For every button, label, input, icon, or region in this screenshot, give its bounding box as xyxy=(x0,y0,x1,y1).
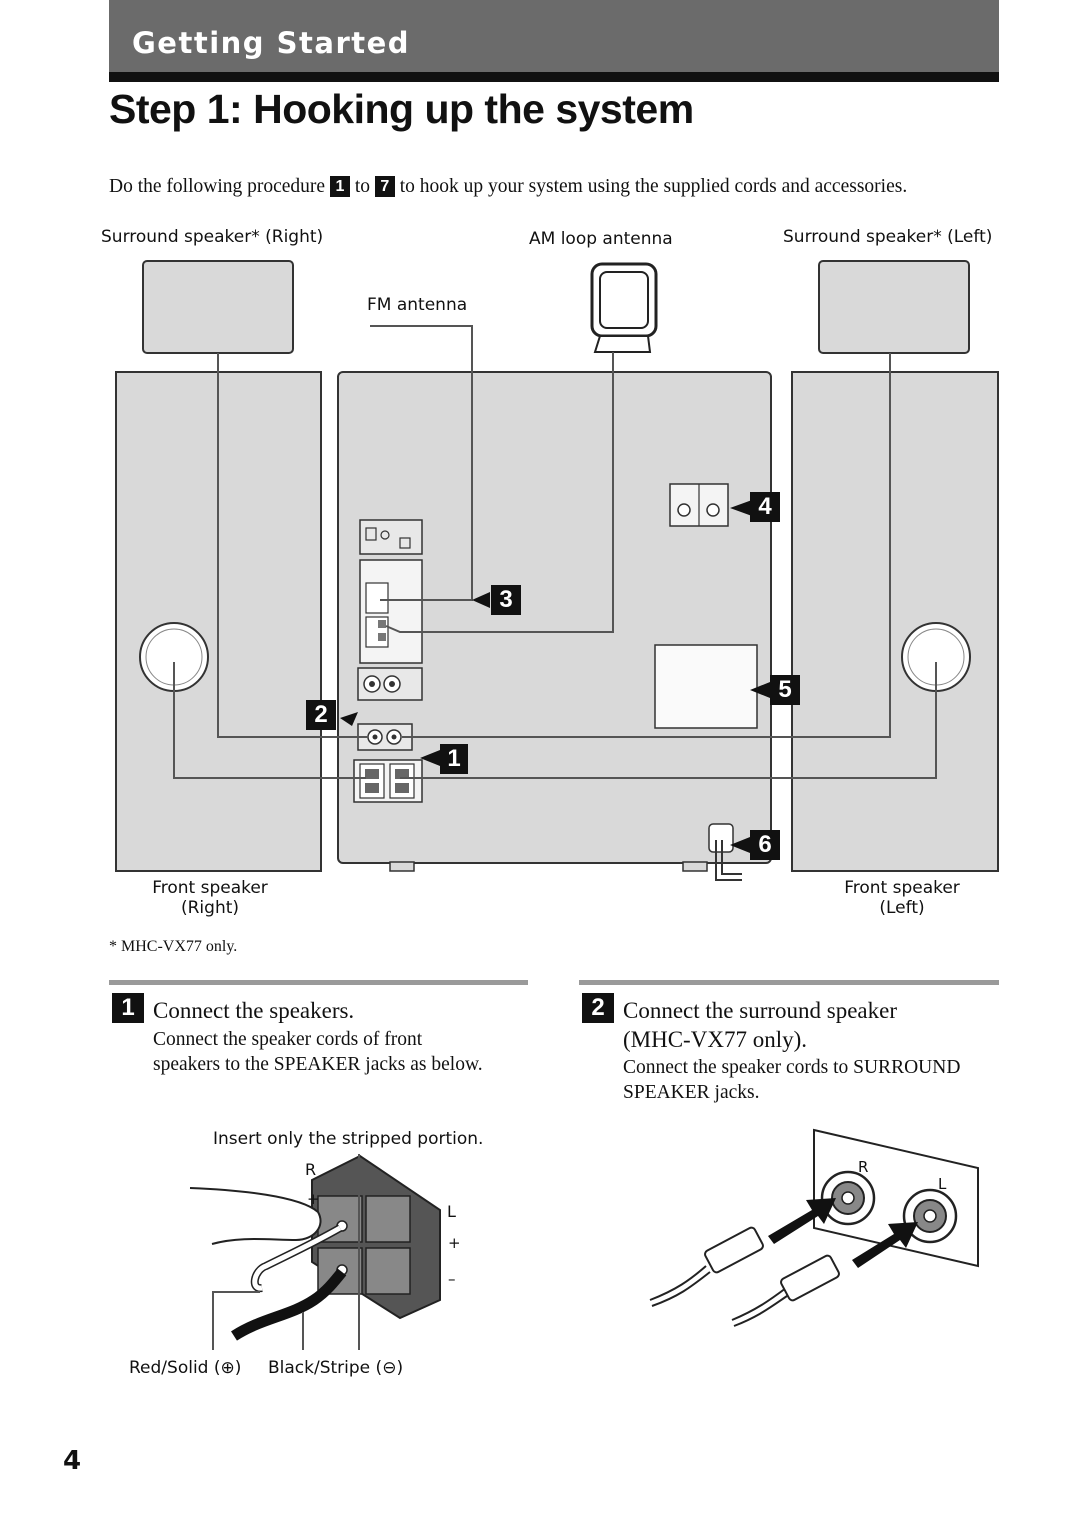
label-red-solid-close: ) xyxy=(234,1358,242,1378)
label-terminal-r: R xyxy=(305,1160,317,1179)
label-front-left-line2: (Left) xyxy=(879,898,925,918)
step2-title-line1: Connect the surround speaker xyxy=(623,998,898,1023)
label-jack-l: L xyxy=(938,1175,947,1193)
rca-plug-1 xyxy=(649,1226,764,1307)
label-front-right-line2: (Right) xyxy=(180,898,240,918)
terminal-panel-top xyxy=(359,519,423,555)
callout-4: 4 xyxy=(750,492,780,522)
step2-number: 2 xyxy=(582,993,614,1023)
step-ref-first: 1 xyxy=(329,176,350,197)
ac-power-cord xyxy=(708,823,742,881)
label-black-stripe: Black/Stripe (⊖) xyxy=(268,1358,403,1378)
label-black-stripe-text: Black/Stripe ( xyxy=(268,1358,383,1378)
minus-circle-icon: ⊖ xyxy=(382,1358,397,1378)
step2-rule xyxy=(579,980,999,985)
label-front-right-line1: Front speaker xyxy=(152,878,268,898)
black-wire xyxy=(231,1268,347,1341)
callout-3: 3 xyxy=(491,585,521,615)
label-terminal-minus: – xyxy=(448,1270,456,1288)
main-unit-rear xyxy=(337,371,772,864)
label-jack-r: R xyxy=(858,1158,869,1176)
jack-l xyxy=(902,1188,958,1244)
label-terminal-l: L xyxy=(447,1202,456,1221)
fm-antenna-wire xyxy=(370,325,473,601)
arrow-to-jack-l xyxy=(852,1222,918,1268)
callout-2: 2 xyxy=(306,700,336,730)
label-red-solid: Red/Solid (⊕) xyxy=(129,1358,241,1378)
section-header-rule xyxy=(109,72,999,82)
label-front-left-line1: Front speaker xyxy=(844,878,960,898)
antenna-terminal xyxy=(359,559,423,664)
arrow-to-jack-r xyxy=(768,1198,836,1244)
surround-right-wire xyxy=(217,353,368,738)
label-front-right: Front speaker(Right) xyxy=(130,878,290,918)
label-insert-stripped: Insert only the stripped portion. xyxy=(213,1129,484,1149)
intro-text-2: to xyxy=(349,176,375,197)
callout-1: 1 xyxy=(440,744,468,774)
rca-plug-2 xyxy=(731,1254,840,1327)
label-surround-right: Surround speaker* (Right) xyxy=(101,227,324,247)
front-speaker-jacks xyxy=(353,759,423,803)
front-left-wire xyxy=(400,662,937,779)
label-plate xyxy=(654,644,758,729)
audio-jacks xyxy=(357,667,423,701)
plus-circle-icon: ⊕ xyxy=(220,1358,235,1378)
label-red-solid-text: Red/Solid ( xyxy=(129,1358,221,1378)
label-front-left: Front speaker(Left) xyxy=(822,878,982,918)
front-right-wire xyxy=(173,662,366,779)
step-ref-last: 7 xyxy=(374,176,395,197)
step1-rule xyxy=(109,980,528,985)
step2-title: Connect the surround speaker (MHC-VX77 on… xyxy=(623,996,897,1054)
label-fm-antenna: FM antenna xyxy=(367,295,468,315)
callout-6: 6 xyxy=(750,830,780,860)
page-number: 4 xyxy=(63,1446,82,1476)
intro-text-3: to hook up your system using the supplie… xyxy=(394,176,908,197)
page-title: Step 1: Hooking up the system xyxy=(109,86,694,132)
am-antenna-wire xyxy=(385,352,614,633)
finger xyxy=(189,1187,322,1245)
am-loop-antenna xyxy=(590,262,658,353)
video-terminal xyxy=(669,483,729,527)
step1-number: 1 xyxy=(112,993,144,1023)
section-title: Getting Started xyxy=(132,26,411,60)
callout-5: 5 xyxy=(770,675,800,705)
step1-title: Connect the speakers. xyxy=(153,998,355,1023)
step2-title-line2: (MHC-VX77 only). xyxy=(623,1027,807,1052)
surround-speaker-left xyxy=(818,260,970,354)
intro-text-1: Do the following procedure xyxy=(109,176,330,197)
label-am-antenna: AM loop antenna xyxy=(529,229,673,249)
surround-left-wire xyxy=(402,353,891,738)
label-terminal-plus: + xyxy=(448,1234,461,1252)
label-black-stripe-close: ) xyxy=(396,1358,404,1378)
section-header-bar xyxy=(109,0,999,72)
footnote: * MHC-VX77 only. xyxy=(109,938,238,955)
jack-r xyxy=(820,1170,876,1226)
intro-paragraph: Do the following procedure 1 to 7 to hoo… xyxy=(109,174,979,199)
label-surround-left: Surround speaker* (Left) xyxy=(783,227,993,247)
step2-body: Connect the speaker cords to SURROUND SP… xyxy=(623,1057,961,1103)
front-speaker-left xyxy=(791,371,999,872)
step1-body: Connect the speaker cords of front speak… xyxy=(153,1029,483,1075)
label-terminal-plus-left: + xyxy=(307,1190,320,1208)
